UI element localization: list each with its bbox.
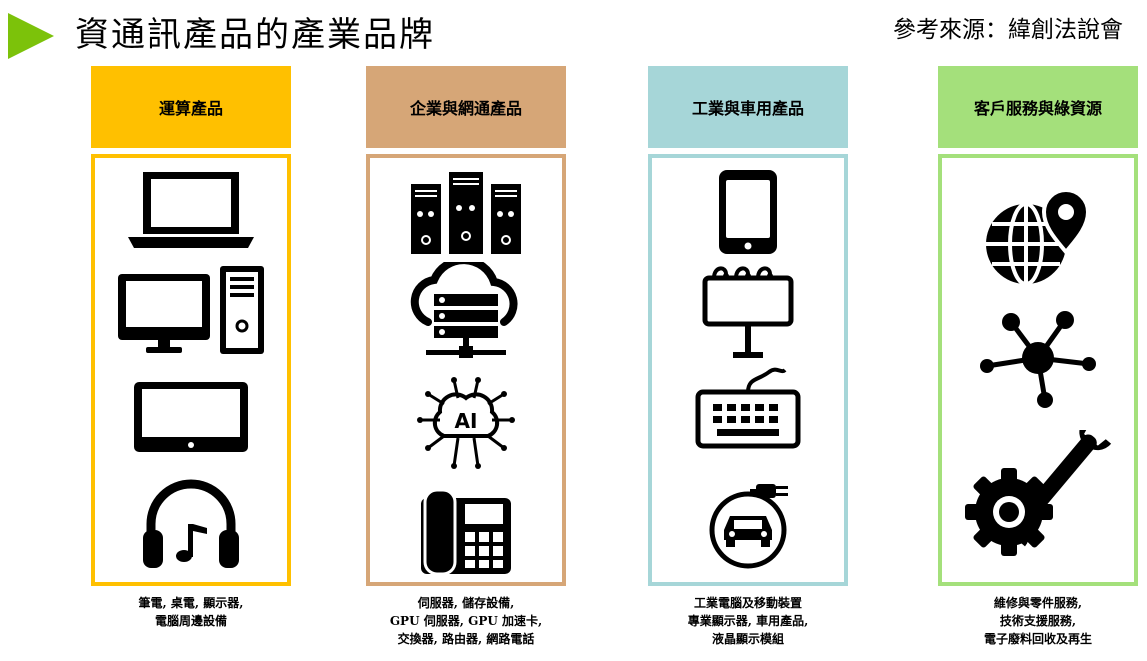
column-caption: 維修與零件服務, 技術支援服務, 電子廢料回收及再生 bbox=[983, 596, 1092, 646]
column-header: 工業與車用產品 bbox=[648, 66, 848, 148]
column-industrial: 工業與車用產品 bbox=[648, 66, 848, 646]
monitor-icon bbox=[134, 382, 248, 452]
electric-car-icon bbox=[709, 484, 788, 569]
column-caption: 筆電, 桌電, 顯示器, 電腦周邊設備 bbox=[138, 596, 244, 628]
column-computing: 運算產品 bbox=[91, 66, 291, 646]
column-caption: 工業電腦及移動裝置 專業顯示器, 車用產品, 液晶顯示模組 bbox=[687, 596, 809, 646]
desktop-pc-icon bbox=[118, 266, 264, 354]
ip-phone-icon bbox=[421, 488, 511, 576]
network-hub-icon bbox=[980, 311, 1096, 408]
keyboard-icon bbox=[695, 367, 801, 449]
server-rack-icon bbox=[411, 172, 521, 254]
title-arrow-icon bbox=[8, 13, 54, 59]
column-header: 客戶服務與綠資源 bbox=[938, 66, 1138, 148]
column-enterprise: 企業與網通產品 AI bbox=[366, 66, 566, 646]
headphones-icon bbox=[143, 479, 239, 568]
tablet-icon bbox=[719, 170, 777, 254]
column-header: 運算產品 bbox=[91, 66, 291, 148]
icon-panel: AI bbox=[366, 154, 566, 586]
ai-chip-icon: AI bbox=[417, 377, 515, 469]
page-title: 資通訊產品的產業品牌 bbox=[75, 15, 435, 55]
wrench-gear-icon bbox=[965, 430, 1112, 556]
column-services: 客戶服務與綠資源 bbox=[938, 66, 1138, 646]
cloud-server-icon bbox=[410, 262, 518, 358]
icon-panel bbox=[938, 154, 1138, 586]
column-header: 企業與網通產品 bbox=[366, 66, 566, 148]
svg-text:AI: AI bbox=[455, 409, 478, 433]
billboard-icon bbox=[702, 266, 794, 358]
column-caption: 伺服器, 儲存設備, GPU 伺服器, GPU 加速卡, 交換器, 路由器, 網… bbox=[389, 596, 543, 646]
icon-panel bbox=[91, 154, 291, 586]
icon-panel bbox=[648, 154, 848, 586]
laptop-icon bbox=[128, 172, 254, 248]
globe-location-icon bbox=[986, 187, 1091, 286]
source-note: 參考來源：緯創法說會 bbox=[893, 17, 1123, 43]
